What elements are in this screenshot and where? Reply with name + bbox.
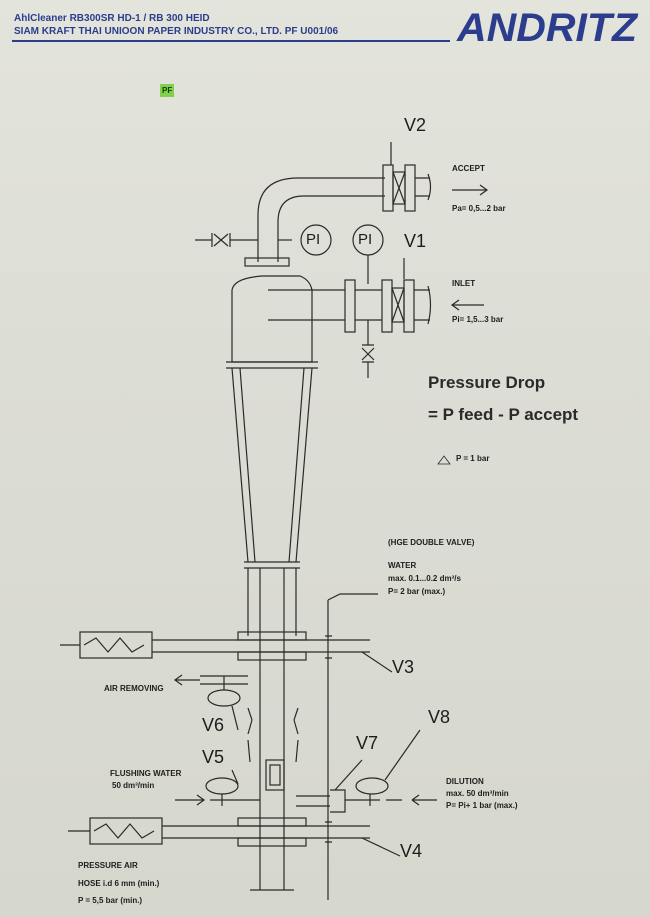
dilution-pressure: P= Pi+ 1 bar (max.)	[446, 801, 518, 810]
accept-label: ACCEPT	[452, 164, 485, 173]
dilution-label: DILUTION	[446, 777, 484, 786]
andritz-logo: ANDRITZ	[456, 6, 639, 46]
v4-assembly	[60, 644, 401, 857]
valve-v5-label: V5	[202, 747, 225, 767]
dilution-line	[296, 729, 437, 813]
pf-tag: PF	[160, 84, 175, 97]
pressure-air-hose: HOSE i.d 6 mm (min.)	[78, 879, 160, 888]
top-vent-valve	[195, 233, 292, 267]
pressure-drop-title: Pressure Drop	[428, 373, 546, 392]
inlet-pipe	[268, 258, 484, 378]
flushing-water-line	[175, 769, 260, 806]
valve-v3-label: V3	[392, 657, 415, 677]
flushing-water-flow: 50 dm³/min	[112, 781, 155, 790]
valve-v1-label: V1	[404, 231, 427, 251]
pressure-drop-delta: P = 1 bar	[456, 454, 490, 463]
cleaner-body	[226, 275, 318, 891]
valve-v8-label: V8	[428, 707, 451, 727]
pressure-air-label: PRESSURE AIR	[78, 861, 138, 870]
air-removing-line	[173, 674, 299, 735]
inlet-label: INLET	[452, 279, 476, 288]
header-line-1: AhlCleaner RB300SR HD-1 / RB 300 HEID	[14, 13, 210, 24]
middle-section	[247, 739, 299, 791]
valve-v7-label: V7	[356, 733, 379, 753]
pressure-drop-formula: = P feed - P accept	[428, 405, 579, 424]
valve-v6-label: V6	[202, 715, 225, 735]
flushing-water-label: FLUSHING WATER	[110, 769, 182, 778]
dilution-flow: max. 50 dm³/min	[446, 789, 509, 798]
pressure-gauges	[300, 224, 384, 284]
accept-pipe	[257, 142, 489, 262]
valve-v2-label: V2	[404, 115, 427, 135]
header-underline	[12, 40, 450, 42]
accept-pressure: Pa= 0,5...2 bar	[452, 204, 506, 213]
double-valve-water: WATER	[388, 561, 417, 570]
logo-text: ANDRITZ	[456, 6, 639, 46]
valve-v4-label: V4	[400, 841, 423, 861]
pressure-air-pressure: P = 5,5 bar (min.)	[78, 896, 143, 905]
v3-assembly	[79, 593, 393, 900]
header-line-2: SIAM KRAFT THAI UNIOON PAPER INDUSTRY CO…	[14, 26, 339, 37]
double-valve-flow: max. 0.1...0.2 dm³/s	[388, 574, 461, 583]
air-removing-label: AIR REMOVING	[104, 684, 164, 693]
double-valve-pressure: P= 2 bar (max.)	[388, 587, 446, 596]
double-valve-title: (HGE DOUBLE VALVE)	[388, 538, 475, 547]
gauge-pi-right-label: PI	[358, 231, 373, 248]
inlet-pressure: Pi= 1,5...3 bar	[452, 315, 504, 324]
delta-symbol	[437, 455, 451, 465]
gauge-pi-left-label: PI	[306, 231, 321, 248]
